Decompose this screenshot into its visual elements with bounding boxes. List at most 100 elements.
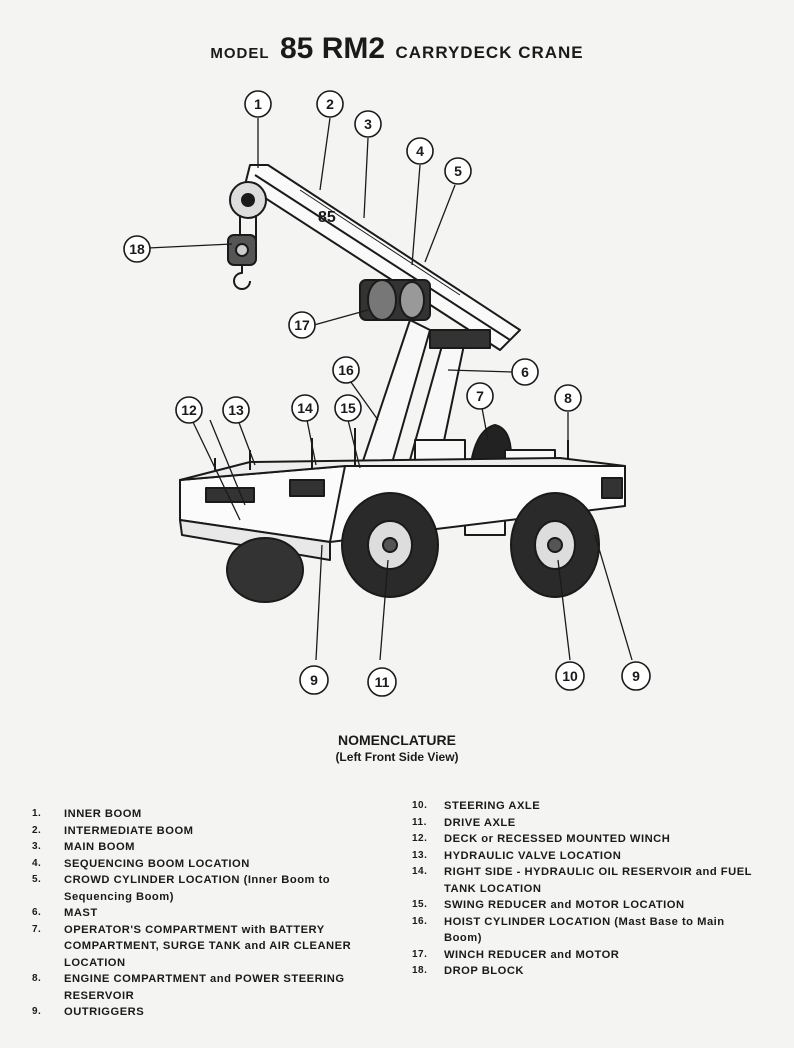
callout-5 [444, 157, 472, 185]
legend-item: 16. HOIST CYLINDER LOCATION (Mast Base to… [412, 914, 762, 947]
callout-text-7: 7 [476, 388, 484, 404]
callout-14 [291, 394, 319, 422]
legend-item: 1. INNER BOOM [32, 806, 382, 823]
legend-item-number: 14. [412, 866, 428, 877]
title-model: 85 RM2 [279, 32, 386, 65]
legend-item: 8. ENGINE COMPARTMENT and POWER STEERING … [32, 971, 382, 1004]
callout-3 [354, 110, 382, 138]
legend-item-number: 1. [32, 808, 42, 819]
legend-item-text: OUTRIGGERS [64, 1006, 145, 1018]
legend-item-text: INNER BOOM [64, 808, 142, 820]
legend-item: 7. OPERATOR'S COMPARTMENT with BATTERY CO… [32, 922, 382, 972]
legend-item-number: 13. [412, 849, 428, 861]
legend-item-text: DECK or RECESSED MOUNTED WINCH [444, 833, 671, 845]
legend-item-number: 17. [412, 948, 428, 960]
legend-item-number: 8. [32, 973, 42, 984]
callout-18 [123, 235, 151, 263]
legend-item-text: HYDRAULIC VALVE LOCATION [444, 849, 622, 862]
legend-item: 13. HYDRAULIC VALVE LOCATION [412, 848, 762, 865]
legend-item-text: HOIST CYLINDER LOCATION (Mast Base to Ma… [444, 915, 725, 945]
drop-block [227, 234, 257, 290]
callout-text-3: 3 [364, 116, 372, 132]
callout-text-6: 6 [521, 364, 529, 380]
callout-text-4: 4 [416, 143, 424, 159]
legend-item-text: CROWD CYLINDER LOCATION (Inner Boom to S… [64, 874, 331, 903]
legend-item-number: 5. [32, 874, 42, 885]
legend-item: 10.STEERING AXLE [412, 798, 762, 815]
legend-item: 6. MAST [32, 905, 382, 922]
callout-text-18: 18 [129, 241, 145, 257]
legend-item: 3. MAIN BOOM [32, 839, 382, 856]
nomenclature-subtitle: (Left Front Side View) [335, 750, 459, 764]
callout-text-15: 15 [340, 400, 356, 416]
callout-9a [299, 665, 329, 695]
legend-item-text: INTERMEDIATE BOOM [64, 824, 194, 837]
callout-7 [466, 382, 494, 410]
legend-item-number: 3. [32, 841, 42, 852]
legend-item-number: 18. [412, 965, 428, 976]
legend-item: 11. DRIVE AXLE [412, 815, 762, 832]
legend-item-number: 7. [32, 923, 42, 935]
legend-item: 17. WINCH REDUCER and MOTOR [412, 947, 762, 964]
callout-16 [332, 356, 360, 384]
nomenclature-title: NOMENCLATURE [338, 732, 456, 748]
callout-text-1: 1 [254, 96, 262, 112]
legend-item: 15. SWING REDUCER and MOTOR LOCATION [412, 897, 762, 914]
callout-text-16: 16 [338, 362, 354, 378]
legend-item: 9. OUTRIGGERS [32, 1004, 382, 1021]
legend-left-column: 1. INNER BOOM 2. INTERMEDIATE BOOM 3. MAIN BO… [32, 806, 382, 1021]
callout-text-9b: 9 [632, 668, 640, 684]
callout-9b [621, 661, 651, 691]
legend-item-text: OPERATOR'S COMPARTMENT with BATTERY COMP… [64, 923, 352, 969]
callout-text-12: 12 [181, 402, 197, 418]
callout-6 [511, 358, 539, 386]
legend-item-text: ENGINE COMPARTMENT and POWER STEERING RE… [64, 973, 345, 1002]
legend-item-number: 4. [32, 857, 42, 869]
callout-text-8: 8 [564, 390, 572, 406]
callout-8 [554, 384, 582, 412]
callout-12 [175, 396, 203, 424]
callout-15 [334, 394, 362, 422]
title-prefix: MODEL [210, 45, 270, 62]
boom-label: 85 [318, 209, 336, 226]
legend-item: 12. DECK or RECESSED MOUNTED WINCH [412, 831, 762, 848]
callout-17 [288, 311, 316, 339]
legend-item-text: WINCH REDUCER and MOTOR [444, 948, 620, 961]
legend-item: 18. DROP BLOCK [412, 963, 762, 980]
legend-item-number: 11. [412, 816, 427, 828]
legend-item-text: SWING REDUCER and MOTOR LOCATION [444, 899, 685, 911]
crane-illustration: 85 [123, 90, 651, 697]
leader-lines [147, 117, 633, 661]
legend-item-number: 6. [32, 907, 42, 918]
title-suffix: CARRYDECK CRANE [395, 43, 584, 62]
legend-item-text: SEQUENCING BOOM LOCATION [64, 857, 250, 870]
callout-1 [244, 90, 272, 118]
callout-text-5: 5 [454, 163, 462, 179]
boom: 85 [229, 164, 521, 351]
callout-text-13: 13 [228, 402, 244, 418]
callout-text-17: 17 [294, 317, 310, 333]
legend-item-text: MAIN BOOM [64, 841, 135, 853]
legend-item-text: DROP BLOCK [444, 965, 525, 977]
legend-item: 2. INTERMEDIATE BOOM [32, 823, 382, 840]
callout-11 [367, 667, 397, 697]
legend-item-number: 16. [412, 915, 428, 927]
callout-text-10: 10 [562, 668, 578, 684]
callout-text-11: 11 [375, 674, 390, 690]
callout-text-9a: 9 [310, 672, 318, 688]
callout-4 [406, 137, 434, 165]
winch [359, 279, 431, 321]
callout-13 [222, 396, 250, 424]
legend-item-number: 9. [32, 1006, 42, 1017]
legend-item-number: 12. [412, 833, 428, 844]
legend-item-text: DRIVE AXLE [444, 816, 516, 829]
page-title: MODEL 85 RM2 CARRYDECK CRANE [0, 32, 794, 66]
legend-item-text: RIGHT SIDE - HYDRAULIC OIL RESERVOIR and… [444, 866, 752, 895]
legend-item-number: 2. [32, 824, 42, 836]
wheels [226, 492, 600, 603]
callouts [123, 90, 651, 697]
legend-item-number: 15. [412, 899, 428, 910]
callout-10 [555, 661, 585, 691]
legend-item-text: MAST [64, 907, 98, 919]
callout-2 [316, 90, 344, 118]
